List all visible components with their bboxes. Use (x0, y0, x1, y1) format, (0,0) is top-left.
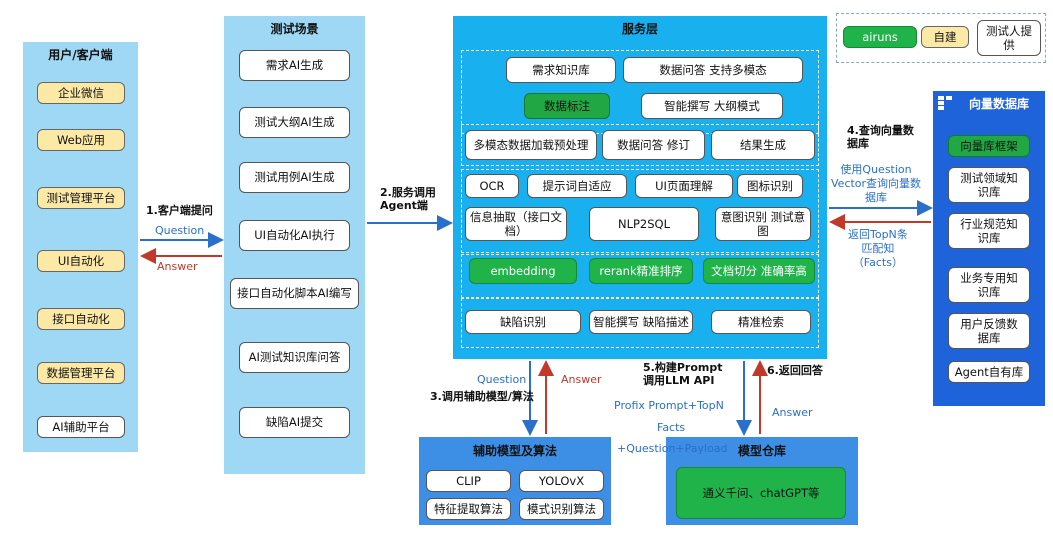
step5-label: 5.构建Prompt 调用LLM API (643, 361, 723, 388)
client-panel-title: 用户/客户端 (48, 48, 113, 62)
aux-panel-title: 辅助模型及算法 (472, 444, 557, 458)
scenario-item-kb-qa: AI测试知识库问答 (239, 342, 350, 373)
service-icon-recog: 图标识别 (737, 174, 803, 198)
scenario-item-req: 需求AI生成 (239, 50, 350, 81)
vectordb-test-domain-kb: 测试领域知识库 (948, 167, 1030, 203)
step4-desc: 使用Question Vector查询向量数 据库 (831, 163, 922, 204)
aux-yolovx: YOLOvX (519, 470, 604, 492)
service-ui-understand: UI页面理解 (635, 174, 733, 198)
client-item-test-mgmt: 测试管理平台 (37, 187, 125, 209)
client-item-ui-auto: UI自动化 (37, 250, 125, 272)
step4-label: 4.查询向量数 据库 (847, 124, 914, 151)
service-defect-recog: 缺陷识别 (465, 310, 581, 334)
step5-desc-1: Profix Prompt+TopN (614, 399, 724, 412)
step3-answer-label: Answer (561, 373, 602, 386)
vectordb-feedback-db: 用户反馈数据库 (948, 313, 1030, 349)
legend-self-built: 自建 (921, 26, 969, 48)
service-writing-defect: 智能撰写 缺陷描述 (589, 310, 693, 334)
step1-question-label: Question (155, 224, 205, 237)
client-item-api-auto: 接口自动化 (37, 308, 125, 330)
aux-panel: 辅助模型及算法 CLIP YOLOvX 特征提取算法 模式识别算法 (419, 437, 611, 525)
client-item-data-mgmt: 数据管理平台 (37, 362, 125, 384)
service-intent-recog: 意图识别 测试意图 (715, 207, 811, 241)
legend-panel: airuns 自建 测试人提供 (836, 13, 1046, 63)
service-embedding: embedding (469, 258, 577, 284)
scenario-item-api-script: 接口自动化脚本AI编写 (230, 278, 359, 309)
step1-answer-label: Answer (157, 260, 198, 273)
client-item-wechat: 企业微信 (37, 82, 125, 104)
scenario-item-ui-exec: UI自动化AI执行 (239, 220, 350, 251)
step6-answer-label: Answer (772, 406, 813, 419)
step6-label: 6.返回回答 (767, 364, 823, 377)
service-multimodal-preprocess: 多模态数据加载预处理 (465, 130, 597, 160)
scenario-item-outline: 测试大纲AI生成 (239, 107, 350, 138)
vectordb-title: 向量数据库 (969, 97, 1030, 111)
vectordb-panel: 向量数据库 向量库框架 测试领域知识库 行业规范知识库 业务专用知识库 用户反馈… (933, 91, 1045, 406)
aux-clip: CLIP (426, 470, 511, 492)
service-data-qa-multimodal: 数据问答 支持多模态 (623, 57, 803, 83)
step4-back-label: 返回TopN条 匹配知 （Facts） (848, 228, 908, 269)
service-nlp2sql: NLP2SQL (589, 207, 699, 241)
scenario-panel: 测试场景 需求AI生成 测试大纲AI生成 测试用例AI生成 UI自动化AI执行 … (224, 16, 365, 474)
service-panel-title: 服务层 (621, 22, 658, 36)
vectordb-business-kb: 业务专用知识库 (948, 267, 1030, 303)
step5-desc-2: Facts (657, 421, 686, 434)
service-data-qa-revise: 数据问答 修订 (602, 130, 705, 160)
step1-label: 1.客户端提问 (146, 204, 213, 217)
service-result-gen: 结果生成 (711, 130, 815, 160)
service-info-extract: 信息抽取（接口文档） (465, 207, 567, 241)
vectordb-framework: 向量库框架 (948, 135, 1030, 157)
vectordb-agent-lib: Agent自有库 (948, 361, 1030, 383)
scenario-panel-title: 测试场景 (270, 22, 319, 36)
database-icon (937, 95, 953, 111)
aux-pattern-recog: 模式识别算法 (519, 498, 604, 520)
service-precise-search: 精准检索 (711, 310, 811, 334)
models-llm-list: 通义千问、chatGPT等 (676, 467, 846, 519)
service-prompt-adapt: 提示词自适应 (527, 174, 627, 198)
service-group-4 (461, 254, 819, 298)
service-panel: 服务层 需求知识库 数据问答 支持多模态 数据标注 智能撰写 大纲模式 多模态数… (453, 16, 827, 359)
service-doc-split: 文档切分 准确率高 (703, 258, 815, 284)
service-ocr: OCR (465, 174, 519, 198)
client-item-ai-assist: AI辅助平台 (37, 416, 125, 438)
service-data-labeling: 数据标注 (524, 93, 610, 119)
scenario-item-defect: 缺陷AI提交 (239, 407, 350, 438)
service-writing-outline: 智能撰写 大纲模式 (641, 93, 783, 119)
service-req-kb: 需求知识库 (506, 57, 616, 83)
aux-feature-extract: 特征提取算法 (426, 498, 511, 520)
models-panel: 模型仓库 通义千问、chatGPT等 (666, 437, 858, 525)
service-group-2 (461, 124, 819, 166)
legend-tester-provided: 测试人提供 (977, 20, 1041, 56)
vectordb-industry-kb: 行业规范知识库 (948, 213, 1030, 249)
models-panel-title: 模型仓库 (737, 444, 786, 458)
service-group-5 (461, 298, 819, 348)
client-item-web: Web应用 (37, 129, 125, 151)
step5-desc-3: +Question+Payload (617, 442, 728, 455)
service-rerank: rerank精准排序 (589, 258, 693, 284)
service-group-3 (461, 169, 819, 253)
legend-airuns: airuns (843, 26, 917, 48)
scenario-item-case: 测试用例AI生成 (239, 162, 350, 193)
step2-label: 2.服务调用 Agent端 (380, 186, 436, 213)
client-panel: 用户/客户端 企业微信 Web应用 测试管理平台 UI自动化 接口自动化 数据管… (23, 42, 138, 452)
step3-question-label: Question (477, 373, 527, 386)
step3-label: 3.调用辅助模型/算法 (430, 390, 534, 403)
